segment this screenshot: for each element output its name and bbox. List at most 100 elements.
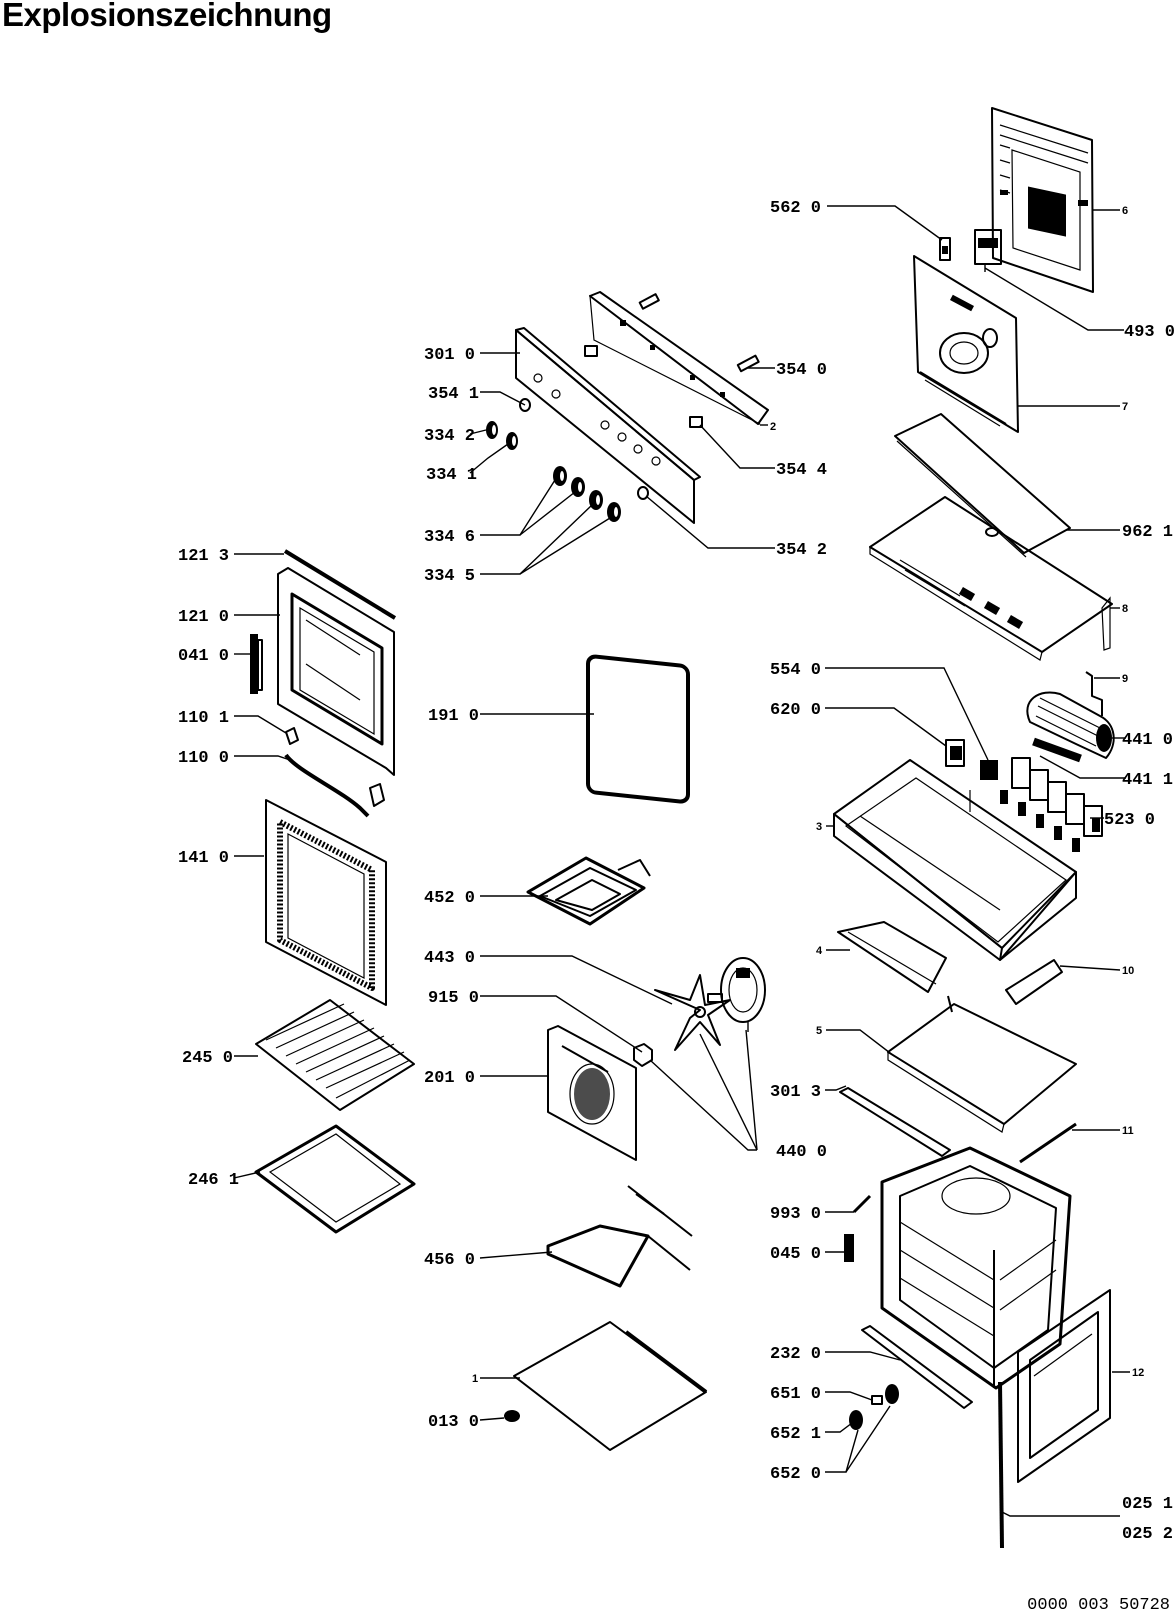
fan-motor-part: [707, 957, 766, 1032]
deflector-4-part: [837, 921, 947, 993]
baking-tray-part: [254, 1124, 416, 1234]
door-strip-121-3-part: [283, 549, 397, 620]
small-label-12: 12: [1132, 1367, 1144, 1379]
handle-110-part: [284, 727, 385, 818]
label-110-0: 110 0: [178, 749, 229, 768]
small-label-7: 7: [1122, 401, 1128, 413]
small-label-2: 2: [770, 421, 776, 433]
small-label-5: 5: [816, 1025, 822, 1037]
control-housing-part: [833, 759, 1077, 961]
label-962-1: 962 1: [1122, 523, 1173, 542]
part-number-labels: 562 0 493 0 301 0 354 0 354 1 334 2 334 …: [178, 199, 1175, 1544]
label-041-0: 041 0: [178, 647, 229, 666]
label-301-0: 301 0: [424, 346, 475, 365]
page-title: Explosionszeichnung: [2, 0, 332, 33]
top-plate-5-part: [887, 995, 1077, 1133]
label-993-0: 993 0: [770, 1205, 821, 1224]
label-232-0: 232 0: [770, 1345, 821, 1364]
small-label-6: 6: [1122, 205, 1128, 217]
cooling-fan-part: [1026, 691, 1115, 763]
label-013-0: 013 0: [428, 1413, 479, 1432]
knobs-334-part: [486, 421, 621, 522]
label-562-0: 562 0: [770, 199, 821, 218]
rear-panel-part: [991, 107, 1094, 293]
nut-915-part: [633, 1043, 653, 1067]
outer-door-part: [265, 799, 387, 1006]
label-523-0: 523 0: [1104, 811, 1155, 830]
label-245-0: 245 0: [182, 1049, 233, 1068]
label-121-3: 121 3: [178, 547, 229, 566]
rod-11-part: [1019, 1122, 1077, 1164]
bottom-heater-part: [546, 1185, 693, 1288]
label-334-1: 334 1: [426, 466, 477, 485]
leader-lines: [233, 205, 1130, 1517]
bracket-9-part: [1085, 671, 1103, 716]
label-620-0: 620 0: [770, 701, 821, 720]
label-354-1: 354 1: [428, 385, 479, 404]
knobs-652-part: [849, 1384, 899, 1430]
label-334-2: 334 2: [424, 427, 475, 446]
label-456-0: 456 0: [424, 1251, 475, 1270]
fan-blade-part: [654, 974, 731, 1051]
label-110-1: 110 1: [178, 709, 229, 728]
small-label-10: 10: [1122, 965, 1134, 977]
small-label-9: 9: [1122, 673, 1128, 685]
label-554-0: 554 0: [770, 661, 821, 680]
label-121-0: 121 0: [178, 608, 229, 627]
back-wall-part: [913, 255, 1019, 433]
grill-element-part: [526, 856, 651, 926]
relay-part: [974, 229, 1002, 272]
label-354-4: 354 4: [776, 461, 827, 480]
label-915-0: 915 0: [428, 989, 479, 1008]
control-bracket-part: [589, 291, 769, 425]
label-301-3: 301 3: [770, 1083, 821, 1102]
label-246-1: 246 1: [188, 1171, 239, 1190]
parts-drawings: [250, 107, 1115, 1549]
bracket-10-part: [1005, 959, 1063, 1005]
small-label-8: 8: [1122, 603, 1128, 615]
base-tray-part: [869, 496, 1113, 661]
pins-354-part: [519, 293, 760, 500]
screw-993-part: [852, 1194, 872, 1214]
label-334-6: 334 6: [424, 528, 475, 547]
clip-562-part: [939, 237, 951, 261]
label-025-1: 025 1: [1122, 1495, 1173, 1514]
label-441-1: 441 1: [1122, 771, 1173, 790]
label-334-5: 334 5: [424, 567, 475, 586]
label-651-0: 651 0: [770, 1385, 821, 1404]
label-354-2: 354 2: [776, 541, 827, 560]
trim-232-part: [861, 1325, 973, 1409]
label-652-1: 652 1: [770, 1425, 821, 1444]
oven-rack-part: [255, 999, 415, 1111]
contactor-part: [945, 739, 998, 812]
label-191-0: 191 0: [428, 707, 479, 726]
control-panel-part: [515, 327, 701, 524]
small-label-11: 11: [1122, 1125, 1134, 1137]
foot-013-part: [504, 1410, 520, 1422]
door-glass-gasket-part: [586, 654, 690, 804]
label-493-0: 493 0: [1124, 323, 1175, 342]
label-045-0: 045 0: [770, 1245, 821, 1264]
label-440-0: 440 0: [776, 1143, 827, 1162]
small-label-3: 3: [816, 821, 822, 833]
rail-301-3-part: [839, 1087, 951, 1157]
hinge-041-part: [250, 634, 263, 694]
label-201-0: 201 0: [424, 1069, 475, 1088]
small-label-1: 1: [472, 1373, 478, 1385]
label-652-0: 652 0: [770, 1465, 821, 1484]
oven-cavity-part: [880, 1146, 1072, 1390]
label-025-2: 025 2: [1122, 1525, 1173, 1544]
seal-strip-025-part: [998, 1381, 1004, 1549]
small-label-4: 4: [816, 945, 823, 957]
label-452-0: 452 0: [424, 889, 475, 908]
label-441-0: 441 0: [1122, 731, 1173, 750]
hinge-receiver-045-part: [844, 1234, 854, 1262]
small-number-labels: 6 7 2 8 9 3 4 10 5 11 12 1: [472, 205, 1144, 1385]
side-door-frame-part: [1017, 1289, 1111, 1483]
inner-door-part: [277, 567, 395, 776]
label-141-0: 141 0: [178, 849, 229, 868]
fan-cover-part: [547, 1025, 637, 1161]
insulation-strip-part: [894, 413, 1071, 558]
label-354-0: 354 0: [776, 361, 827, 380]
